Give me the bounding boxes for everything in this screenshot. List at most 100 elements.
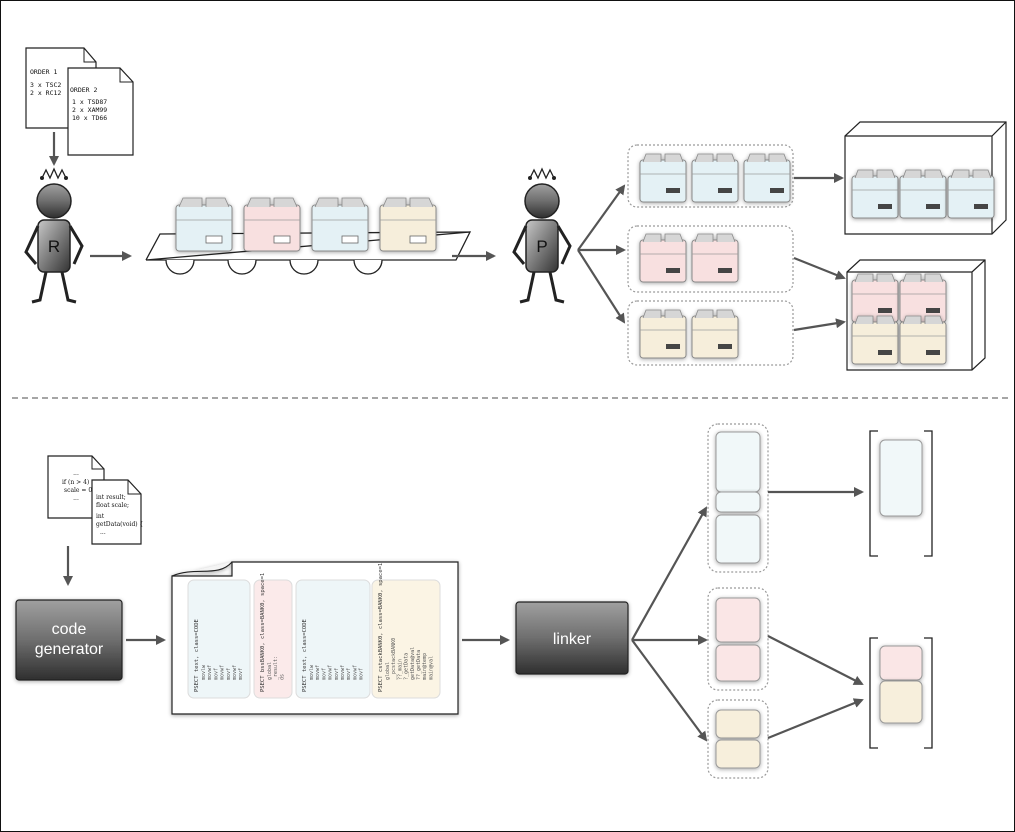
box-icon (899, 169, 947, 219)
object-section-line: ??_getData (416, 650, 422, 680)
order2-line-1: 1 x TSD87 (72, 98, 107, 106)
object-section-line: movwf (315, 665, 321, 680)
object-section-line: movwf (207, 665, 213, 680)
box-icon (311, 197, 369, 252)
sorted-group-yellow (627, 300, 794, 366)
source2-line-6: ... (100, 529, 106, 536)
section-block (715, 597, 761, 643)
box-icon (947, 169, 995, 219)
section-block (879, 680, 923, 724)
linked-section-group-yellow (707, 699, 769, 779)
box-icon (243, 197, 301, 252)
arrow-icon (577, 184, 626, 251)
source2-line-5: getData(void) { (96, 521, 144, 528)
arrow-icon (793, 318, 846, 332)
object-section-line: main@val (428, 656, 434, 680)
object-section-line: _result: (273, 656, 279, 680)
arrow-icon (631, 506, 707, 641)
source1-line-3: scale = 0; (64, 487, 94, 494)
box-icon (379, 197, 437, 252)
object-section-header: PSECT bssBANK0, class=BANK0, space=1 (260, 573, 266, 692)
code-generator-label-2: generator (35, 641, 104, 658)
box-icon (175, 197, 233, 252)
object-section-line: movf (359, 668, 365, 680)
object-section-line: movf (321, 668, 327, 680)
object-section-line: movwf (328, 665, 334, 680)
arrow-icon (577, 249, 626, 324)
box-icon (639, 309, 687, 359)
object-section-header: PSECT text, class=CODE (302, 619, 308, 692)
section-block (715, 739, 761, 769)
object-section-line: movwf (220, 665, 226, 680)
box-icon (743, 153, 791, 203)
object-section-line: ?_getData (404, 653, 410, 680)
object-section-line: movf (226, 668, 232, 680)
object-section-header: PSECT cstackBANK0, class=BANK0, space=1 (378, 563, 384, 692)
box-icon (851, 273, 899, 323)
object-section-line: movf (334, 668, 340, 680)
source2-line-4: int (96, 513, 105, 520)
linker-label: linker (553, 631, 592, 648)
box-icon (899, 315, 947, 365)
object-section-line: __pcstackBANK0 (391, 638, 397, 680)
box-icon (639, 233, 687, 283)
code-generator-label-1: code (52, 621, 87, 638)
object-section-header: PSECT text, class=CODE (194, 619, 200, 692)
source2-line-1: int result; (96, 494, 126, 501)
section-block (879, 645, 923, 681)
order1-line-2: 2 x RC12 (30, 89, 61, 97)
bracket-icon-lower (869, 637, 933, 749)
section-block (715, 644, 761, 682)
object-section-line: movf (213, 668, 219, 680)
object-section-line: ??_main (397, 659, 403, 680)
box-icon (691, 153, 739, 203)
order2-title: ORDER 2 (70, 86, 97, 94)
source-document-2: int result; float scale; int getData(voi… (91, 479, 144, 545)
order1-title: ORDER 1 (30, 68, 57, 76)
box-icon (851, 315, 899, 365)
box-icon (639, 153, 687, 203)
linked-section-group-pink (707, 587, 769, 691)
packer-label: P (536, 237, 547, 256)
section-block (715, 431, 761, 493)
box-icon (851, 169, 899, 219)
object-section-line: movwf (232, 665, 238, 680)
source2-line-2: float scale; (96, 502, 129, 509)
box-icon (899, 273, 947, 323)
person-icon-receiver: R (24, 167, 84, 304)
source1-line-1: ... (73, 470, 79, 477)
bracket-icon-upper (869, 430, 933, 557)
order2-line-2: 2 x XAM99 (72, 106, 107, 114)
code-generator-box: code generator (15, 599, 123, 681)
object-section-line: main@temp (422, 653, 428, 680)
arrow-icon (767, 698, 864, 740)
source1-line-4: ... (73, 495, 79, 502)
person-icon-packer: P (512, 167, 572, 304)
sorted-group-pink (627, 225, 794, 293)
object-section-line: ds (279, 674, 285, 680)
section-block (879, 439, 923, 517)
object-section-line: movwf (340, 665, 346, 680)
object-section-line: movlw (309, 664, 315, 680)
receiver-label: R (48, 237, 60, 256)
arrow-icon (793, 256, 846, 280)
order2-line-3: 10 x TD66 (72, 114, 107, 122)
section-block (715, 491, 761, 513)
order1-line-1: 3 x TSC2 (30, 81, 61, 89)
object-section-line: movf (238, 668, 244, 680)
box-icon (691, 309, 739, 359)
object-section-line: global (385, 662, 391, 680)
order-document-2: ORDER 2 1 x TSD87 2 x XAM99 10 x TD66 (67, 67, 134, 156)
object-section-line: getData@val (410, 647, 416, 680)
object-section-line: global (267, 662, 273, 680)
arrow-icon (767, 635, 864, 685)
linked-section-group-blue (707, 423, 769, 573)
object-section-line: movlw (201, 664, 207, 680)
object-section-line: movwf (352, 665, 358, 680)
arrow-icon (631, 639, 708, 742)
box-icon (691, 233, 739, 283)
